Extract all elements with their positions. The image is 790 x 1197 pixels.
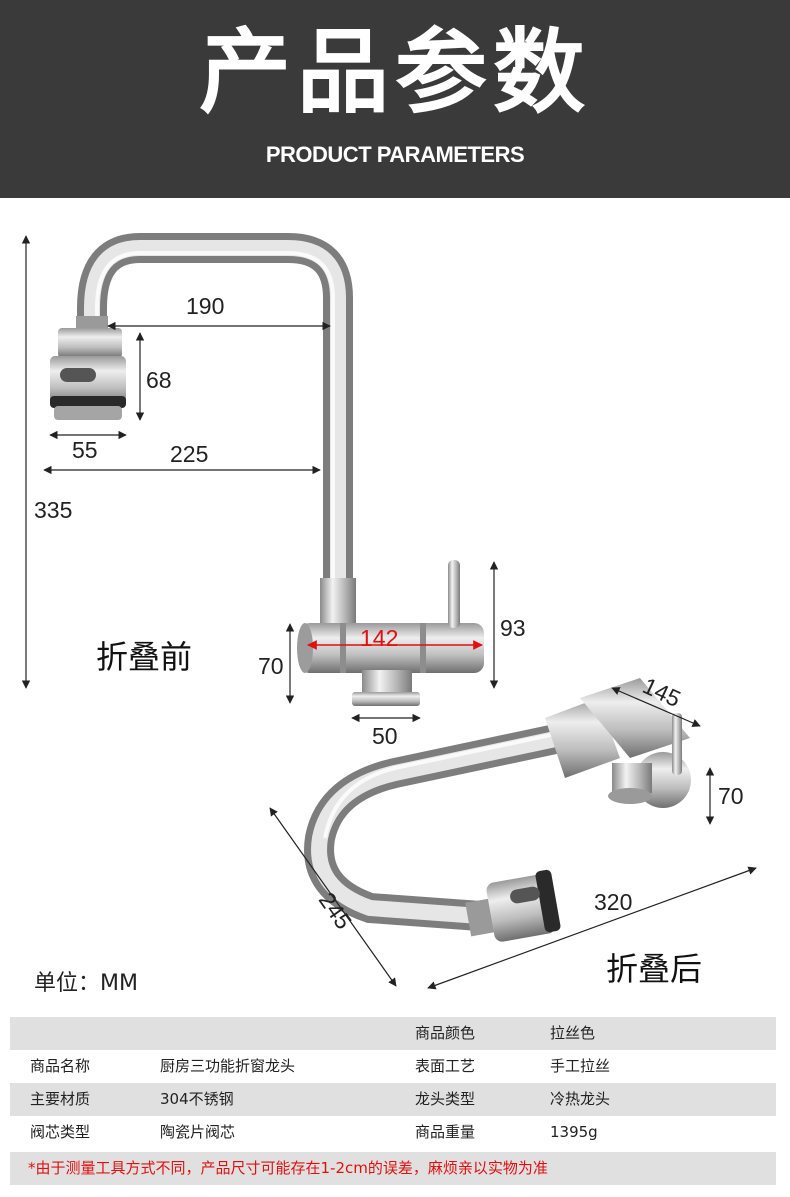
header-banner: 产品参数 PRODUCT PARAMETERS: [0, 0, 790, 198]
dim-base-width: 50: [372, 723, 398, 749]
page-title: 产品参数: [198, 19, 591, 126]
page-subtitle: PRODUCT PARAMETERS: [265, 142, 525, 167]
spec-value: 厨房三功能折窗龙头: [160, 1057, 296, 1075]
measurement-note-text: *由于测量工具方式不同，产品尺寸可能存在1-2cm的误差，麻烦亲以实物为准: [28, 1159, 548, 1177]
dim-folded-length: 320: [594, 889, 632, 915]
spec-key: 商品名称: [30, 1057, 91, 1075]
measurement-note: *由于测量工具方式不同，产品尺寸可能存在1-2cm的误差，麻烦亲以实物为准: [10, 1152, 776, 1185]
spec-row: 商品颜色 拉丝色: [10, 1017, 776, 1050]
faucet-unfolded: [50, 233, 484, 706]
label-before-folding: 折叠前: [96, 638, 192, 676]
spec-value: 1395g: [550, 1123, 598, 1141]
dim-total-reach: 225: [170, 441, 208, 467]
dimension-diagram: 190 68 55 225 335 142 93 70 50 145 70 32…: [0, 198, 790, 1003]
dim-aerator-width: 55: [72, 437, 98, 463]
spec-value: 304不锈钢: [160, 1090, 234, 1108]
spec-value: 冷热龙头: [550, 1090, 611, 1108]
spec-key: 表面工艺: [415, 1057, 476, 1075]
dim-lever-height: 93: [500, 615, 526, 641]
spec-key: 商品重量: [415, 1123, 476, 1141]
spec-key: 阀芯类型: [30, 1123, 91, 1141]
spec-key: 龙头类型: [415, 1090, 476, 1108]
spec-value: 拉丝色: [550, 1024, 596, 1042]
dim-folded-height: 70: [718, 783, 744, 809]
spec-row: 主要材质 304不锈钢 龙头类型 冷热龙头: [10, 1083, 776, 1116]
spec-table: 商品颜色 拉丝色 商品名称 厨房三功能折窗龙头 表面工艺 手工拉丝 主要材质 3…: [10, 1017, 776, 1149]
dim-body-width: 142: [360, 625, 398, 651]
dim-body-height: 70: [258, 653, 284, 679]
unit-label: 单位：MM: [34, 971, 138, 996]
spec-key: 商品颜色: [415, 1024, 476, 1042]
label-after-folding: 折叠后: [606, 950, 702, 988]
spec-row: 阀芯类型 陶瓷片阀芯 商品重量 1395g: [10, 1116, 776, 1149]
dim-spout-reach: 190: [186, 293, 224, 319]
dim-total-height: 335: [34, 497, 72, 523]
faucet-drawing: 190 68 55 225 335 142 93 70 50 145 70 32…: [21, 233, 757, 996]
spec-value: 手工拉丝: [550, 1057, 611, 1075]
dim-aerator-height: 68: [146, 367, 172, 393]
spec-value: 陶瓷片阀芯: [160, 1123, 236, 1141]
spec-key: 主要材质: [30, 1090, 91, 1108]
spec-row: 商品名称 厨房三功能折窗龙头 表面工艺 手工拉丝: [10, 1050, 776, 1083]
dimension-lines: [21, 235, 757, 990]
